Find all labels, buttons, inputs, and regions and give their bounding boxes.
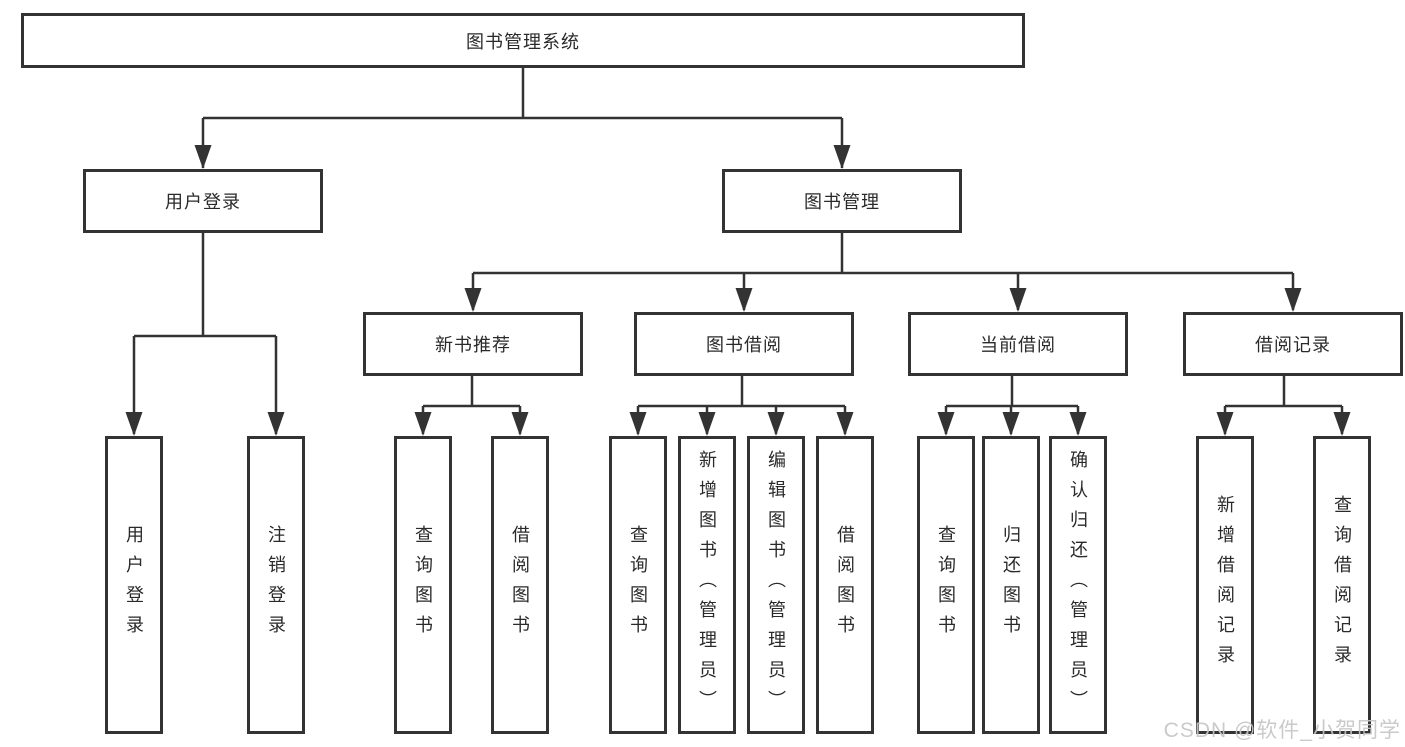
- leaf-logout-label: 注销登录: [266, 525, 286, 645]
- node-borrow-record: 借阅记录: [1183, 312, 1403, 376]
- csdn-watermark: CSDN @软件_小贺同学: [1163, 719, 1401, 742]
- leaf-borrow-books-label: 借阅图书: [835, 525, 855, 645]
- leaf-query-books-borrow: 查询图书: [609, 436, 667, 734]
- leaf-add-book-admin: 新增图书（管理员）: [678, 436, 736, 734]
- leaf-add-book-admin-label: 新增图书（管理员）: [697, 450, 717, 720]
- node-library-management-system: 图书管理系统: [21, 13, 1025, 68]
- node-book-management: 图书管理: [722, 169, 962, 233]
- leaf-borrow-books-recommend-label: 借阅图书: [510, 525, 530, 645]
- leaf-query-books-current: 查询图书: [917, 436, 975, 734]
- connector-borrow-record-to-leaves: [1223, 376, 1344, 434]
- leaf-borrow-books: 借阅图书: [816, 436, 874, 734]
- connector-book-borrow-to-leaves: [636, 376, 847, 434]
- leaf-query-books-recommend-label: 查询图书: [413, 525, 433, 645]
- leaf-edit-book-admin: 编辑图书（管理员）: [747, 436, 805, 734]
- leaf-query-borrow-record-label: 查询借阅记录: [1332, 495, 1352, 675]
- connector-new-book-recommend-to-leaves: [421, 376, 522, 434]
- node-new-book-recommend: 新书推荐: [363, 312, 583, 376]
- leaf-query-books-current-label: 查询图书: [936, 525, 956, 645]
- leaf-edit-book-admin-label: 编辑图书（管理员）: [766, 450, 786, 720]
- leaf-query-books-borrow-label: 查询图书: [628, 525, 648, 645]
- connector-user-login-to-leaves: [132, 233, 278, 434]
- leaf-return-book-label: 归还图书: [1001, 525, 1021, 645]
- leaf-query-books-recommend: 查询图书: [394, 436, 452, 734]
- leaf-add-borrow-record: 新增借阅记录: [1196, 436, 1254, 734]
- node-user-login-group: 用户登录: [83, 169, 323, 233]
- connector-book-management-to-level3: [471, 233, 1295, 310]
- connector-root-to-level2: [201, 68, 844, 168]
- leaf-borrow-books-recommend: 借阅图书: [491, 436, 549, 734]
- leaf-user-login: 用户登录: [105, 436, 163, 734]
- leaf-user-login-label: 用户登录: [124, 525, 144, 645]
- leaf-logout: 注销登录: [247, 436, 305, 734]
- node-current-borrow: 当前借阅: [908, 312, 1128, 376]
- connector-current-borrow-to-leaves: [944, 376, 1080, 434]
- leaf-confirm-return-admin: 确认归还（管理员）: [1049, 436, 1107, 734]
- node-book-borrow: 图书借阅: [634, 312, 854, 376]
- leaf-query-borrow-record: 查询借阅记录: [1313, 436, 1371, 734]
- leaf-add-borrow-record-label: 新增借阅记录: [1215, 495, 1235, 675]
- leaf-return-book: 归还图书: [982, 436, 1040, 734]
- leaf-confirm-return-admin-label: 确认归还（管理员）: [1068, 450, 1088, 720]
